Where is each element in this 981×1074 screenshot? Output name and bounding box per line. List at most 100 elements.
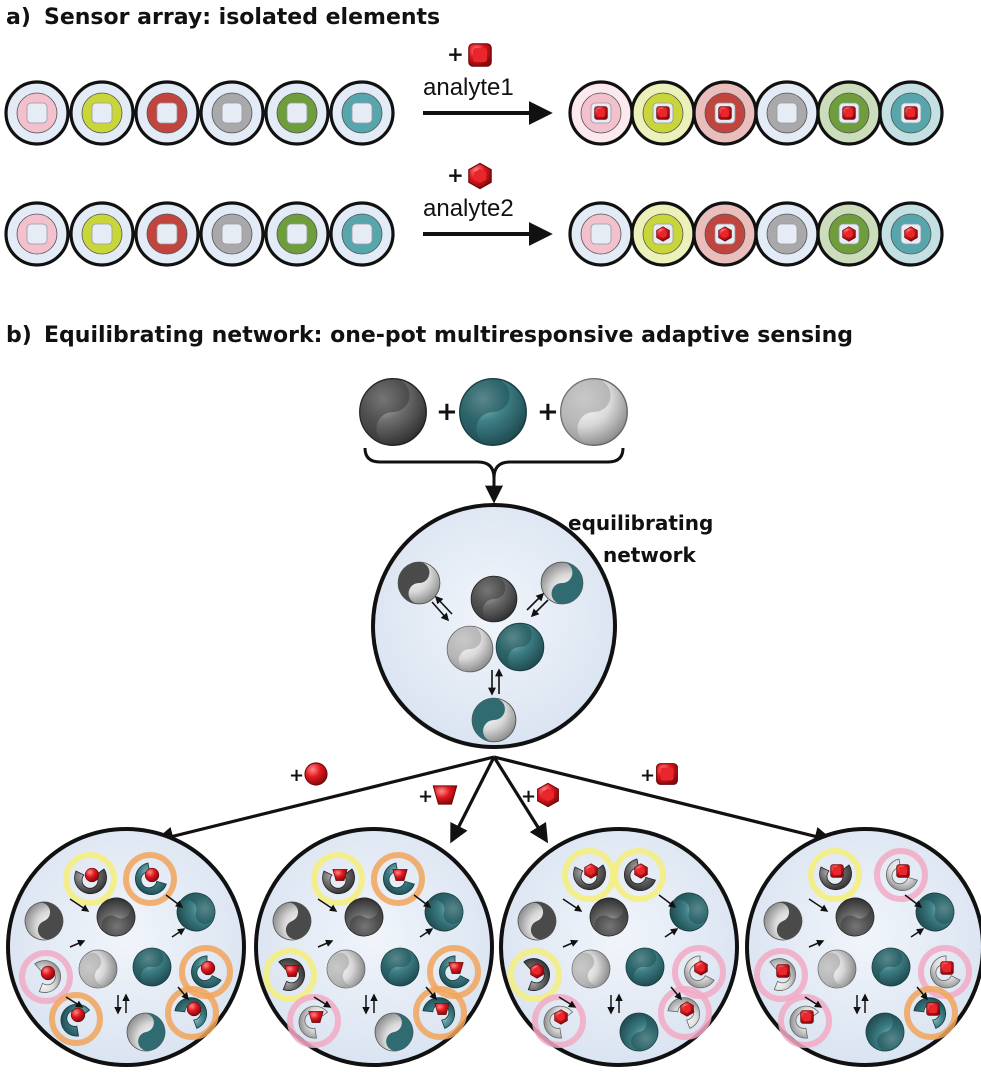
sensor-element [329, 80, 395, 146]
equilibrium-arrows [431, 592, 549, 696]
plus-sign: + [436, 397, 458, 427]
bound-analyte-icon [594, 106, 608, 120]
sensor-element [630, 80, 696, 146]
bound-analyte-icon [584, 863, 598, 879]
equilibrium-arrow [171, 928, 186, 938]
branch: + [493, 755, 834, 846]
bound-analyte-icon [842, 106, 856, 120]
teal-block-icon [495, 622, 545, 672]
bound-analyte-icon [694, 960, 708, 976]
sensor-element [264, 80, 330, 146]
bound-analyte-icon [144, 867, 160, 883]
sensor-element [134, 80, 200, 146]
equilibrium-arrow [670, 986, 682, 1001]
sensor-row: + analyte2 [4, 162, 944, 267]
sensor-element [69, 201, 135, 267]
equilibrium-arrow [317, 939, 334, 948]
panel-a-title: Sensor array: isolated elements [44, 5, 440, 30]
white-block-icon [559, 377, 629, 447]
sensor-element [754, 201, 820, 267]
teal-white-block-icon [471, 697, 517, 743]
binding-highlight [311, 852, 365, 906]
sensor-cavity [351, 223, 373, 245]
bound-analyte-icon [200, 960, 216, 976]
branch: + [418, 756, 496, 844]
building-blocks: + + [358, 377, 629, 447]
cube-icon [468, 43, 492, 67]
outcome-wells [6, 827, 981, 1067]
branch-arrow [493, 755, 834, 846]
binding-highlight [904, 986, 958, 1040]
sensor-element [199, 80, 265, 146]
plus-sign: + [640, 765, 655, 786]
sensor-element [568, 201, 634, 267]
binding-highlight [808, 848, 862, 902]
binding-highlight [612, 848, 666, 902]
equilibrium-arrow [419, 928, 434, 938]
bound-analyte-icon [718, 106, 732, 120]
equilibrium-arrow [808, 898, 829, 912]
analyte-label: analyte2 [423, 195, 514, 222]
equilibrium-arrow [562, 898, 583, 912]
sensor-cavity [286, 223, 308, 245]
sensor-element [134, 201, 200, 267]
sensor-cavity [91, 102, 113, 124]
branch: + [154, 755, 495, 846]
equilibrium-arrow [558, 996, 577, 1008]
bound-analyte-icon [70, 1007, 86, 1023]
sensor-element [692, 201, 758, 267]
equilibrium-arrow [69, 939, 86, 948]
bound-analyte-icon [896, 864, 910, 878]
sensor-element [4, 80, 70, 146]
sphere-icon [304, 762, 328, 786]
sensor-cavity [221, 102, 243, 124]
bound-analyte-icon [800, 1010, 814, 1024]
branch-arrow [450, 756, 496, 844]
equilibrium-arrow [177, 986, 189, 1001]
bound-analyte-icon [718, 226, 732, 242]
sensor-element [816, 80, 882, 146]
plus-sign: + [447, 42, 464, 66]
dark-gray-block-icon [470, 575, 518, 623]
bound-analyte-icon [904, 106, 918, 120]
sensor-element [816, 201, 882, 267]
bound-analyte-icon [842, 226, 856, 242]
bound-analyte-icon [926, 1002, 940, 1016]
plus-sign: + [447, 163, 464, 187]
equilibrium-arrow [562, 939, 579, 948]
bound-analyte-icon [680, 1001, 694, 1017]
trapezoid-icon [432, 785, 458, 805]
sensor-cavity [91, 223, 113, 245]
sensor-rows: + analyte1 + analyte2 [4, 42, 944, 267]
branch-arrow [492, 756, 549, 844]
bound-analyte-icon [656, 226, 670, 242]
binding-highlight [263, 948, 317, 1002]
bound-analyte-icon [554, 1009, 568, 1025]
outcome-well [6, 827, 246, 1067]
equilibrium-arrow [165, 894, 184, 908]
sensor-element [69, 80, 135, 146]
bound-analyte-icon [84, 867, 100, 883]
bound-analyte-icon [830, 864, 844, 878]
network-label-line1: equilibrating [568, 511, 713, 535]
binding-highlight [508, 948, 562, 1002]
plus-sign: + [418, 786, 433, 807]
plus-sign: + [537, 397, 559, 427]
binding-highlight [658, 986, 712, 1040]
sensor-element [199, 201, 265, 267]
equilibrium-arrow [413, 894, 432, 908]
branch-arrows: ++++ [154, 755, 834, 846]
binding-highlight [754, 948, 808, 1002]
sensor-element [878, 80, 944, 146]
teal-white-block-icon [540, 561, 584, 605]
panel-b: b) Equilibrating network: one-pot multir… [6, 323, 981, 1067]
analyte-label: analyte1 [423, 74, 514, 101]
sensor-cavity [221, 223, 243, 245]
network-label-line2: network [603, 543, 696, 567]
branch: + [492, 756, 560, 844]
sensor-element [630, 201, 696, 267]
outcome-well [254, 827, 494, 1067]
bound-analyte-icon [776, 964, 790, 978]
equilibrium-arrow [317, 898, 338, 912]
panel-b-label: b) [6, 323, 32, 348]
